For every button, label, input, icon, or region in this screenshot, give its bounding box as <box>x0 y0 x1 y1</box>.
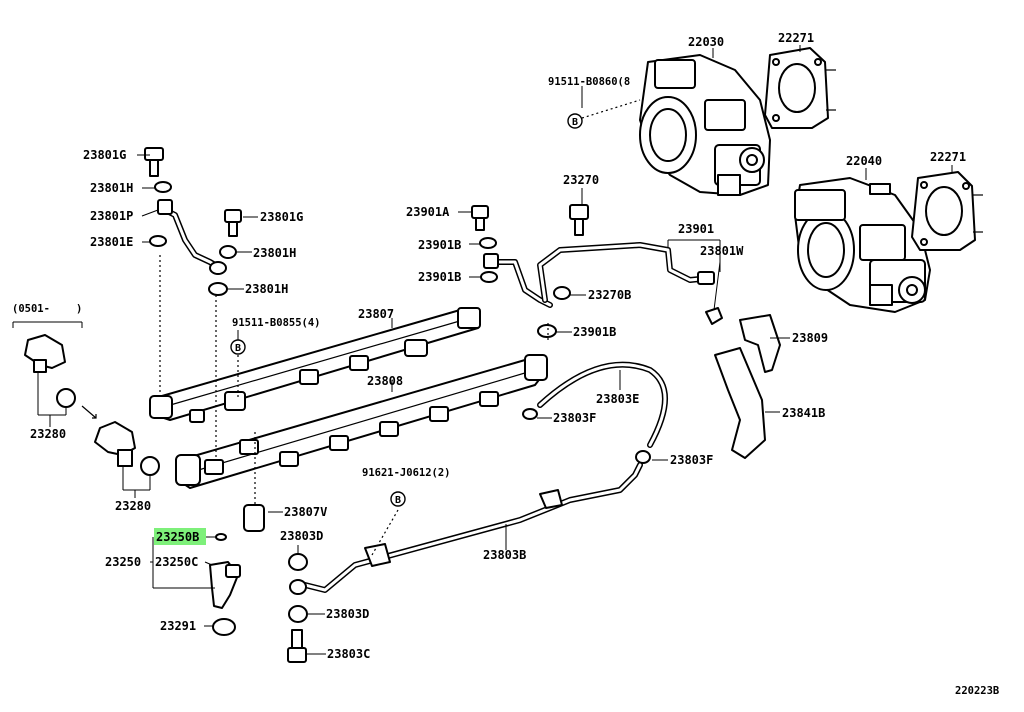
label-23803d-bottom[interactable]: 23803D <box>326 607 369 621</box>
label-23803f-right[interactable]: 23803F <box>670 453 713 467</box>
gasket-22271-bottom <box>911 171 983 251</box>
label-23803c[interactable]: 23803C <box>327 647 370 661</box>
assembly-lines <box>159 99 641 556</box>
label-23803e[interactable]: 23803E <box>596 392 639 406</box>
washer-23901b-3 <box>537 324 557 338</box>
label-23901b-2[interactable]: 23901B <box>418 270 461 284</box>
label-23250c[interactable]: 23250C <box>155 555 198 569</box>
bolt-23801g-left <box>144 147 164 177</box>
label-23280-b[interactable]: 23280 <box>115 499 151 513</box>
fuel-rail-23808 <box>175 354 548 489</box>
insulator-23291 <box>212 618 236 636</box>
label-23801g-right[interactable]: 23801G <box>260 210 303 224</box>
label-23901b-1[interactable]: 23901B <box>418 238 461 252</box>
leader-lines <box>12 45 953 655</box>
label-23803f-left[interactable]: 23803F <box>553 411 596 425</box>
label-23901a[interactable]: 23901A <box>406 205 450 219</box>
label-23801h-mid[interactable]: 23801H <box>253 246 296 260</box>
part-labels: 22030 22271 22040 22271 91511-B0860(8 23… <box>12 31 999 697</box>
highlight-23250b <box>154 528 206 545</box>
bolt-marker-2: B <box>230 339 246 355</box>
label-23250[interactable]: 23250 <box>105 555 141 569</box>
label-23270b[interactable]: 23270B <box>588 288 631 302</box>
grommet-23803d-top <box>288 553 308 571</box>
washer-23270b <box>553 286 571 300</box>
washer-23801e <box>149 235 167 247</box>
throttle-body-22030 <box>639 54 771 196</box>
label-23803b[interactable]: 23803B <box>483 548 526 562</box>
washer-23901b-1 <box>479 237 497 249</box>
svg-text:B: B <box>572 117 578 128</box>
bolt-23270 <box>569 204 589 236</box>
label-23841b[interactable]: 23841B <box>782 406 825 420</box>
bracket-23809 <box>739 314 781 373</box>
label-23291[interactable]: 23291 <box>160 619 196 633</box>
label-23808[interactable]: 23808 <box>367 374 403 388</box>
label-23801p[interactable]: 23801P <box>90 209 133 223</box>
cushion-23807v <box>243 504 265 532</box>
label-23803d-top[interactable]: 23803D <box>280 529 323 543</box>
svg-text:B: B <box>395 495 401 506</box>
clip-23801w <box>705 307 723 325</box>
label-23809[interactable]: 23809 <box>792 331 828 345</box>
label-23250b[interactable]: 23250B <box>156 530 199 544</box>
label-0501[interactable]: (0501- <box>12 303 50 315</box>
cover-23841b <box>714 347 766 459</box>
label-23901[interactable]: 23901 <box>678 222 714 236</box>
pipe-23801p <box>157 199 227 275</box>
label-91511-b0855[interactable]: 91511-B0855(4) <box>232 317 321 329</box>
arrow-direction <box>81 405 97 419</box>
o-ring-23250b <box>215 533 227 541</box>
throttle-body-22040 <box>794 177 931 313</box>
svg-text:B: B <box>235 343 241 354</box>
washer-23801h-upper-left <box>154 181 172 193</box>
injector-23250 <box>209 561 241 609</box>
pipe-23803b <box>289 462 643 595</box>
label-23801e[interactable]: 23801E <box>90 235 133 249</box>
pressure-regulator-23280-b <box>94 421 160 476</box>
label-22030[interactable]: 22030 <box>688 35 724 49</box>
label-91511-b0860[interactable]: 91511-B0860(8 <box>548 76 630 88</box>
bolt-23801g-right <box>224 209 242 237</box>
bolt-23803c <box>287 629 307 663</box>
bolt-marker-3: B <box>390 491 406 507</box>
washer-23801h-low <box>208 282 228 296</box>
pressure-regulator-23280-a <box>24 334 76 408</box>
washer-23801h-mid <box>219 245 237 259</box>
hose-23803e <box>522 361 668 464</box>
label-23270[interactable]: 23270 <box>563 173 599 187</box>
bolt-marker-1: B <box>567 113 583 129</box>
label-23807v[interactable]: 23807V <box>284 505 327 519</box>
label-23801h-top[interactable]: 23801H <box>90 181 133 195</box>
pipe-23901 <box>483 242 715 308</box>
figure-code: 220223B <box>955 685 999 697</box>
label-91621-j0612[interactable]: 91621-J0612(2) <box>362 467 451 479</box>
bolt-23901a <box>471 205 489 231</box>
label-22040[interactable]: 22040 <box>846 154 882 168</box>
label-23801w[interactable]: 23801W <box>700 244 744 258</box>
grommet-23803d-bottom <box>288 605 308 623</box>
fuel-rail-23807 <box>149 307 481 423</box>
label-0501-close: ) <box>76 303 82 315</box>
label-22271-top[interactable]: 22271 <box>778 31 814 45</box>
gasket-22271-top <box>764 47 836 129</box>
label-23801g-left[interactable]: 23801G <box>83 148 126 162</box>
label-23901b-3[interactable]: 23901B <box>573 325 616 339</box>
washer-23901b-2 <box>480 271 498 283</box>
label-23280-a[interactable]: 23280 <box>30 427 66 441</box>
label-22271-bottom[interactable]: 22271 <box>930 150 966 164</box>
label-23801h-low[interactable]: 23801H <box>245 282 288 296</box>
label-23807[interactable]: 23807 <box>358 307 394 321</box>
